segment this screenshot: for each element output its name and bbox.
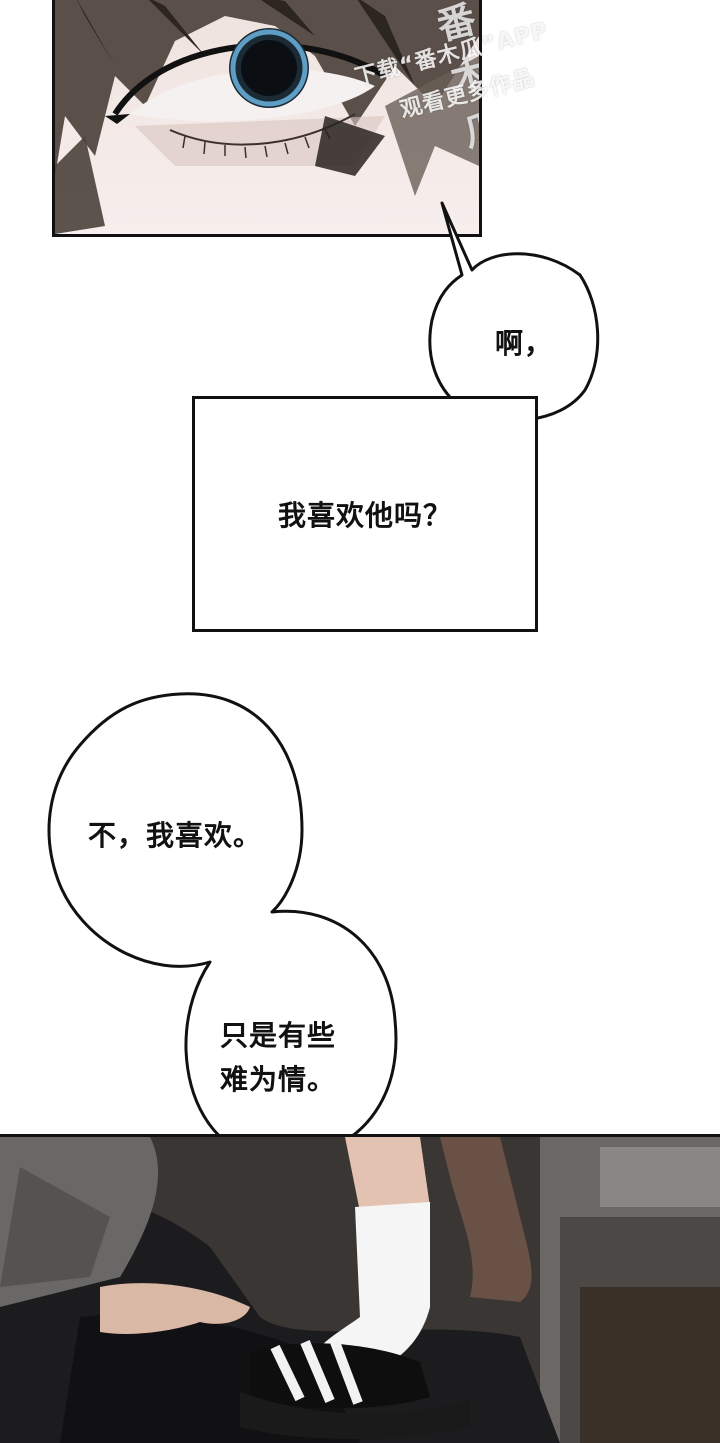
panel-eye-closeup: 番木瓜 [52,0,482,237]
narration-box: 我喜欢他吗？ [192,396,538,632]
speech-bubble-2-text: 不，我喜欢。 [88,819,263,852]
feet-scene-illustration [0,1137,720,1443]
panel-feet-scene [0,1134,720,1443]
narration-text: 我喜欢他吗？ [277,499,452,532]
speech-bubble-1 [428,201,600,422]
speech-bubble-2-3 [47,692,398,1202]
speech-bubble-1-text: 啊， [495,327,554,360]
speech-bubble-3-text-line2: 难为情。 [220,1063,337,1096]
eye-closeup-illustration [55,0,479,234]
speech-bubble-3-text-line1: 只是有些 [220,1019,337,1052]
